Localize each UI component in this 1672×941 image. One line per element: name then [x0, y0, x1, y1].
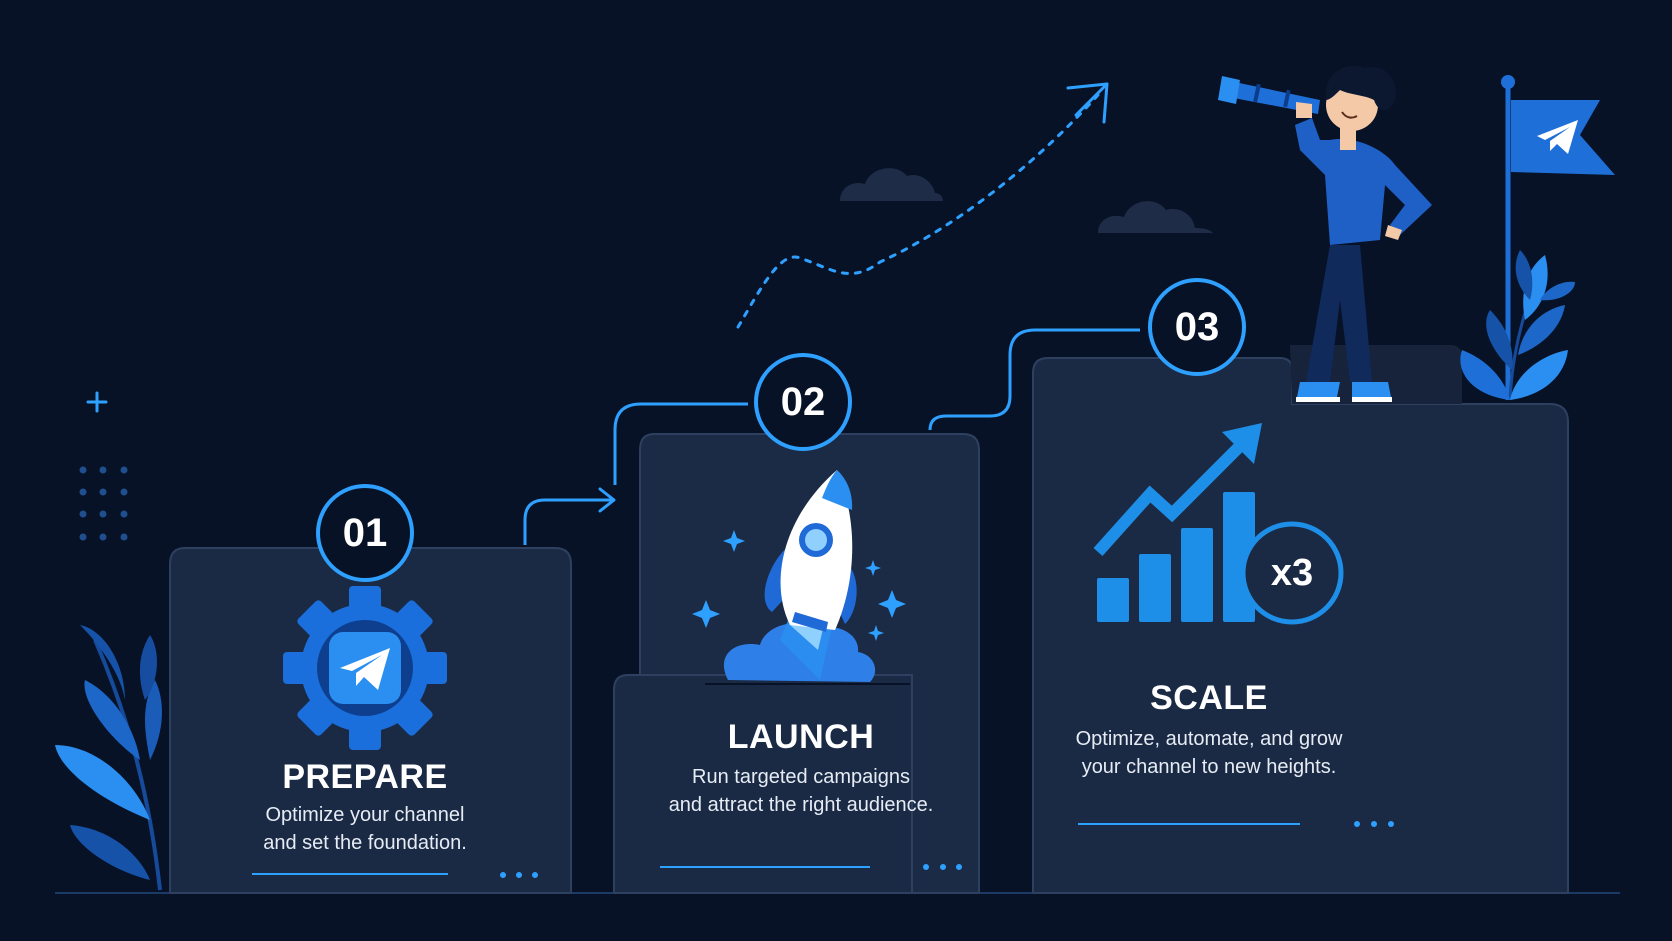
step-description-scale-line2: your channel to new heights.: [1081, 756, 1337, 778]
rocket-icon: [723, 470, 876, 682]
step-card-scale: [1032, 357, 1569, 894]
step-number-badge-01: [316, 484, 414, 582]
step-description-prepare-line2: and set the foundation.: [263, 832, 467, 854]
step-number-01: 01: [342, 511, 388, 555]
growth-multiplier-badge: [1240, 521, 1344, 625]
plus-icon: [86, 391, 108, 413]
step-description-launch-line2: and attract the right audience.: [668, 794, 934, 816]
step-description-launch: Run targeted campaigns and attract the r…: [621, 763, 981, 819]
connector-arrowhead-1: [598, 487, 616, 513]
flag-with-telegram-logo: [1501, 75, 1615, 400]
plant-left-decoration: [55, 625, 162, 891]
step-description-scale-line1: Optimize, automate, and grow: [1075, 728, 1343, 750]
step-description-scale: Optimize, automate, and grow your channe…: [1029, 725, 1389, 781]
step-description-launch-line1: Run targeted campaigns: [692, 766, 910, 788]
step-description-prepare: Optimize your channel and set the founda…: [185, 801, 545, 857]
step-title-prepare: PREPARE: [282, 758, 448, 796]
connector-2-badge: [613, 402, 748, 485]
man-with-telescope: [1218, 65, 1432, 402]
step-number-02: 02: [780, 380, 826, 424]
dashed-trajectory: [736, 93, 1100, 329]
growth-multiplier-label: x3: [1270, 552, 1314, 594]
step-number-badge-02: [754, 353, 852, 451]
growth-arrowhead: [1222, 423, 1262, 464]
dot-grid: [79, 466, 128, 541]
more-dots-launch[interactable]: [923, 864, 962, 870]
cloud-1: [840, 168, 943, 201]
connector-1-2: [523, 498, 612, 545]
step-title-launch: LAUNCH: [727, 718, 875, 756]
step-number-03: 03: [1174, 305, 1220, 349]
more-dots-scale[interactable]: [1354, 821, 1394, 827]
telegram-plane-icon: [340, 648, 390, 690]
step-card-launch: [613, 674, 913, 894]
step-title-scale: SCALE: [1150, 679, 1268, 717]
step-description-prepare-line1: Optimize your channel: [265, 804, 465, 826]
trajectory-arrowhead: [1066, 82, 1109, 124]
more-dots-prepare[interactable]: [500, 872, 538, 878]
sparkles: [692, 530, 906, 641]
cloud-2: [1098, 201, 1213, 233]
step-number-badge-03: [1148, 278, 1246, 376]
connector-2-3: [928, 328, 1140, 431]
growth-arrow-icon: [1093, 435, 1251, 557]
plant-right-decoration: [1460, 250, 1575, 401]
